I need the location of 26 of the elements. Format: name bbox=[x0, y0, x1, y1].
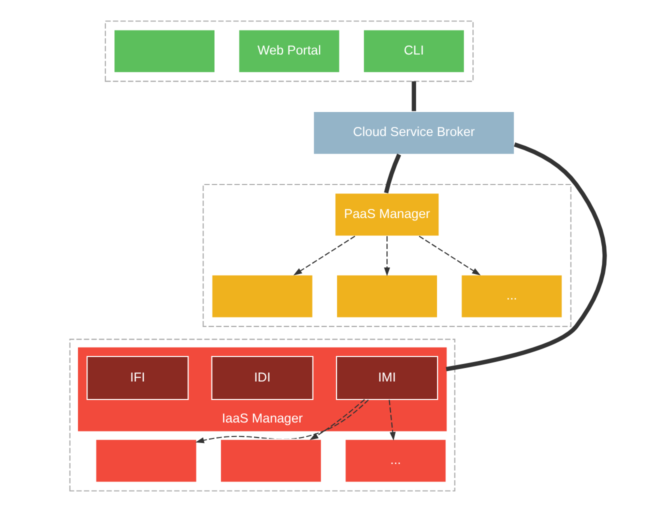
arrow bbox=[195, 399, 369, 444]
node-box: CLI bbox=[362, 29, 465, 74]
connector bbox=[446, 142, 607, 372]
arrow bbox=[388, 400, 396, 441]
node-box bbox=[211, 274, 314, 318]
node-box bbox=[113, 29, 216, 74]
cluster bbox=[69, 338, 456, 492]
connector bbox=[412, 81, 416, 112]
node-box: IDI bbox=[211, 356, 314, 400]
node-box bbox=[95, 438, 198, 483]
cluster bbox=[104, 20, 474, 82]
node-box: Cloud Service Broker bbox=[312, 110, 515, 155]
cluster bbox=[202, 184, 572, 327]
arrow bbox=[293, 236, 356, 276]
node-box: IFI bbox=[86, 356, 189, 400]
node-box: Web Portal bbox=[238, 29, 340, 74]
node-box: IMI bbox=[336, 356, 438, 400]
connector bbox=[384, 154, 402, 194]
arrow bbox=[310, 399, 365, 440]
node-box bbox=[336, 274, 438, 318]
node-box: ... bbox=[344, 438, 447, 483]
arrow bbox=[418, 236, 481, 276]
node-box bbox=[220, 438, 322, 483]
node-box: PaaS Manager bbox=[334, 192, 440, 237]
arrow bbox=[384, 236, 390, 276]
node-box: ... bbox=[460, 274, 563, 318]
